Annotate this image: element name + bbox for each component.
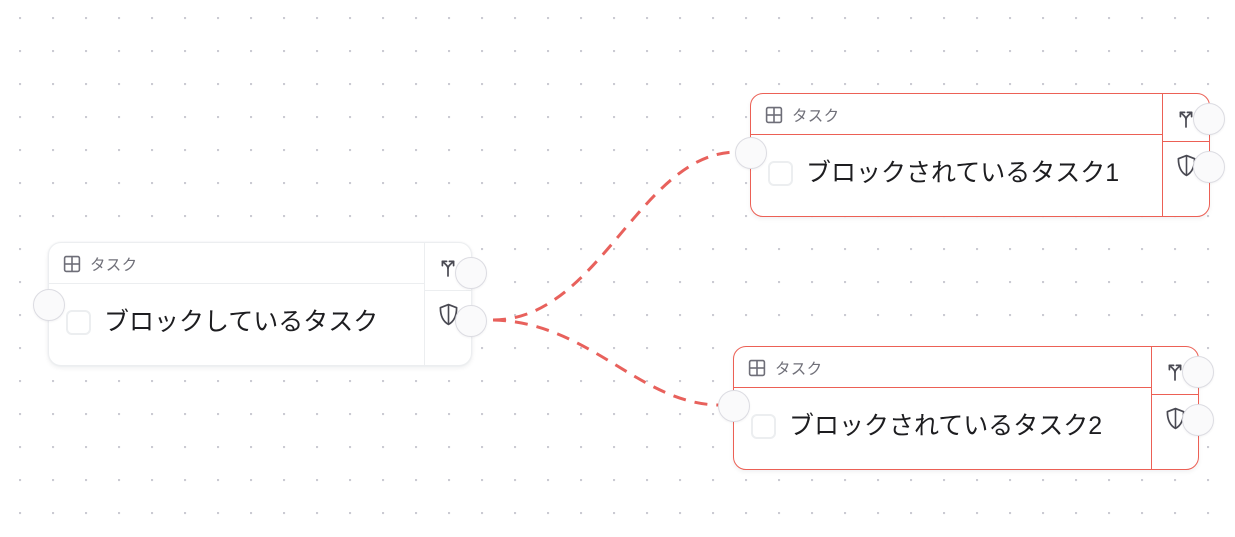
rail-divider [1163, 141, 1209, 142]
node-blocked-2[interactable]: タスク ブロックされているタスク2 [718, 346, 1214, 470]
node-body: タスク ブロックされているタスク2 [734, 347, 1151, 469]
rail-divider [1152, 394, 1198, 395]
node-header: タスク [734, 347, 1151, 387]
node-type-label: タスク [792, 108, 840, 125]
node-title-row: ブロックされているタスク2 [734, 388, 1151, 469]
table-grid-icon [63, 255, 81, 273]
handle-source-right-bottom[interactable] [1193, 151, 1225, 183]
task-checkbox[interactable] [768, 161, 793, 186]
node-rail [1151, 347, 1198, 469]
edge-blocking-to-blocked-1[interactable] [492, 150, 738, 322]
node-title: ブロックされているタスク2 [789, 411, 1103, 440]
node-blocking[interactable]: タスク ブロックしているタスク [33, 242, 487, 366]
handle-source-right-bottom[interactable] [455, 305, 487, 337]
shield-button[interactable] [425, 291, 471, 338]
task-checkbox[interactable] [751, 414, 776, 439]
node-header: タスク [49, 243, 424, 283]
node-divider [751, 134, 1162, 135]
node-blocked-1[interactable]: タスク ブロックされているタスク1 [735, 93, 1225, 217]
node-divider [49, 283, 424, 284]
node-body: タスク ブロックしているタスク [49, 243, 424, 365]
node-title: ブロックされているタスク1 [806, 158, 1120, 187]
handle-source-right-top[interactable] [1193, 103, 1225, 135]
handle-target-left[interactable] [718, 390, 750, 422]
handle-target-left[interactable] [33, 289, 65, 321]
branch-split-icon [437, 256, 459, 278]
rail-divider [425, 290, 471, 291]
table-grid-icon [765, 106, 783, 124]
handle-source-right-bottom[interactable] [1182, 404, 1214, 436]
handle-source-right-top[interactable] [1182, 356, 1214, 388]
branch-split-button[interactable] [425, 243, 471, 290]
node-rail [1162, 94, 1209, 216]
node-type-label: タスク [90, 257, 138, 274]
branch-split-icon [1175, 107, 1197, 129]
node-title-row: ブロックしているタスク [49, 284, 424, 365]
shield-icon [438, 303, 459, 326]
branch-split-button[interactable] [1152, 347, 1198, 394]
table-grid-icon [748, 359, 766, 377]
node-rail [424, 243, 471, 365]
task-checkbox[interactable] [66, 310, 91, 335]
edge-blocking-to-blocked-2[interactable] [492, 318, 721, 407]
node-title-row: ブロックされているタスク1 [751, 135, 1162, 216]
handle-target-left[interactable] [735, 137, 767, 169]
node-header: タスク [751, 94, 1162, 134]
node-divider [734, 387, 1151, 388]
branch-split-button[interactable] [1163, 94, 1209, 141]
branch-split-icon [1164, 360, 1186, 382]
handle-source-right-top[interactable] [455, 257, 487, 289]
node-title: ブロックしているタスク [104, 307, 379, 336]
node-body: タスク ブロックされているタスク1 [751, 94, 1162, 216]
node-type-label: タスク [775, 361, 823, 378]
